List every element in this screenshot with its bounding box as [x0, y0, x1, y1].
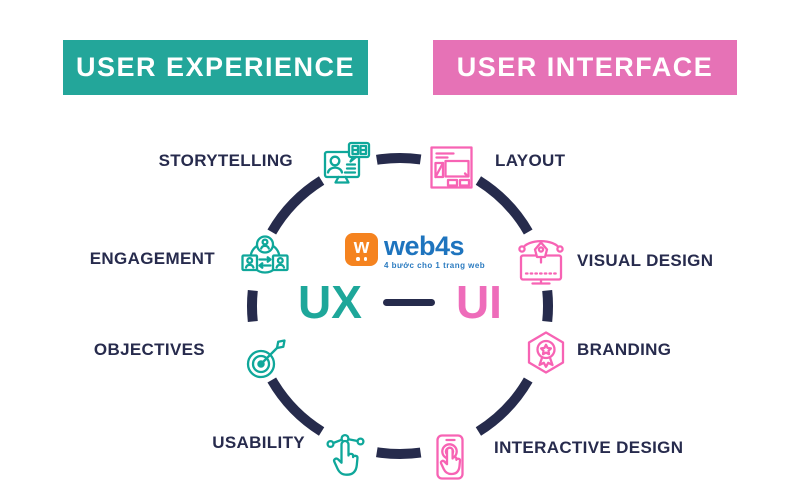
label-objectives: OBJECTIVES [93, 340, 205, 359]
label-usability: USABILITY [212, 433, 305, 452]
visual-design-icon [518, 239, 564, 285]
logo-mark-letter: w [353, 236, 370, 259]
branding-icon [527, 331, 565, 374]
web4s-logo-mark: w [345, 233, 378, 266]
layout-icon [430, 146, 473, 189]
engagement-icon [241, 235, 289, 274]
user-experience-banner: USER EXPERIENCE [63, 40, 368, 95]
label-interactive-design: INTERACTIVE DESIGN [494, 438, 684, 457]
storytelling-icon [323, 141, 371, 184]
user-experience-banner-label: USER EXPERIENCE [75, 52, 356, 82]
interactive-design-icon [436, 434, 464, 480]
logo-tagline: 4 bước cho 1 trang web [384, 261, 486, 270]
label-layout: LAYOUT [495, 151, 566, 170]
usability-icon [326, 433, 365, 476]
ui-text: UI [455, 276, 502, 328]
user-interface-banner-label: USER INTERFACE [456, 52, 714, 82]
label-visual-design: VISUAL DESIGN [577, 251, 714, 270]
objectives-icon [246, 339, 286, 379]
user-interface-banner: USER INTERFACE [433, 40, 737, 95]
label-branding: BRANDING [577, 340, 672, 359]
web4s-logo: w web4s 4 bước cho 1 trang web [345, 233, 485, 270]
ux-text: UX [298, 276, 362, 328]
ux-ui-dash [382, 298, 435, 306]
label-storytelling: STORYTELLING [158, 151, 293, 170]
label-engagement: ENGAGEMENT [89, 249, 215, 268]
logo-name: web4s [384, 231, 465, 261]
ux-ui-title: UX UI [250, 276, 550, 328]
logo-mark-dots [356, 257, 367, 261]
